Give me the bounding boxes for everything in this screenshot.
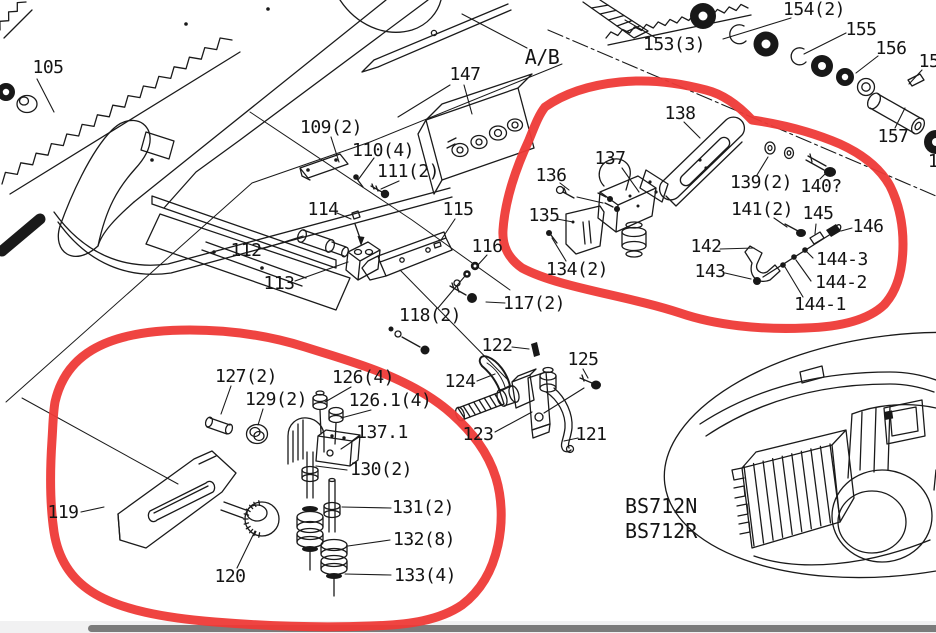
- part-label-109-2: 109(2): [299, 117, 363, 138]
- part-label-142: 142: [690, 236, 722, 257]
- part-label-127-2: 127(2): [214, 366, 278, 387]
- part-label-111-2: 111(2): [376, 161, 440, 182]
- part-label-144-2: 144-2: [815, 272, 867, 293]
- part-label-125: 125: [567, 349, 599, 370]
- part-label-121: 121: [575, 424, 607, 445]
- part-label-124: 124: [444, 371, 476, 392]
- part-label-133-4: 133(4): [393, 565, 457, 586]
- lower-guide-assembly: [117, 390, 361, 597]
- center-line: [547, 29, 936, 197]
- part-label-117-2: 117(2): [502, 293, 566, 314]
- part-label-122: 122: [481, 335, 513, 356]
- part-105-hardware: [0, 83, 38, 114]
- part-label-145: 145: [802, 203, 834, 224]
- part-label-1: 1: [927, 151, 936, 172]
- part-label-126.1-4: 126.1(4): [348, 390, 432, 411]
- part-label-110-4: 110(4): [351, 140, 415, 161]
- highlight-circle-lower: [46, 325, 506, 632]
- part-label-154-2: 154(2): [782, 0, 846, 20]
- part-label-138: 138: [664, 103, 696, 124]
- mid-hardware: [296, 153, 480, 355]
- upper-guide-assembly: [546, 116, 842, 285]
- part-label-135: 135: [528, 205, 560, 226]
- saw-arm-assembly: [53, 0, 453, 311]
- part-label-153-3: 153(3): [642, 34, 706, 55]
- model-label-bs712r: BS712R: [625, 519, 698, 543]
- leader-lines: [36, 13, 923, 576]
- horizontal-scrollbar-thumb[interactable]: [88, 625, 936, 632]
- part-label-116: 116: [471, 236, 503, 257]
- part-label-119: 119: [47, 502, 79, 523]
- part-label-130-2: 130(2): [349, 459, 413, 480]
- part-label-123: 123: [462, 424, 494, 445]
- part-label-147: 147: [449, 64, 481, 85]
- model-label-bs712n: BS712N: [625, 494, 698, 518]
- part-label-155: 155: [845, 19, 877, 40]
- part-label-139-2: 139(2): [729, 172, 793, 193]
- part-label-137.1: 137.1: [356, 422, 408, 443]
- part-label-131-2: 131(2): [391, 497, 455, 518]
- part-label-156: 156: [875, 38, 907, 59]
- motor-balloon: [663, 331, 936, 579]
- clamp-lever-cluster: [454, 342, 601, 454]
- part-label-157: 157: [877, 126, 909, 147]
- part-label-129-2: 129(2): [244, 389, 308, 410]
- part-label-a-b: A/B: [524, 45, 560, 69]
- part-label-15: 15: [918, 51, 936, 72]
- part-label-132-8: 132(8): [392, 529, 456, 550]
- highlight-circle-upper: [498, 76, 908, 333]
- ab-rail: [339, 0, 512, 73]
- part-label-120: 120: [214, 566, 246, 587]
- part-label-118-2: 118(2): [398, 305, 462, 326]
- saw-blade-strip: [0, 1, 241, 257]
- part-label-137: 137: [594, 148, 626, 169]
- part-label-114: 114: [307, 199, 339, 220]
- part-label-115: 115: [442, 199, 474, 220]
- part-label-113: 113: [263, 273, 295, 294]
- part-label-112: 112: [230, 240, 262, 261]
- part-label-126-4: 126(4): [331, 367, 395, 388]
- part-label-134-2: 134(2): [545, 259, 609, 280]
- part-153-rack: [582, 0, 752, 46]
- part-label-144-1: 144-1: [794, 294, 846, 315]
- bearing-chain-154-157: [690, 3, 936, 154]
- part-label-105: 105: [32, 57, 64, 78]
- part-label-136: 136: [535, 165, 567, 186]
- part-label-140: 140?: [800, 176, 842, 197]
- part-147-panel: [417, 73, 535, 195]
- part-label-146: 146: [852, 216, 884, 237]
- part-label-143: 143: [694, 261, 726, 282]
- frame-lines: [5, 29, 936, 485]
- part-label-141-2: 141(2): [730, 199, 794, 220]
- part-label-144-3: 144-3: [816, 249, 868, 270]
